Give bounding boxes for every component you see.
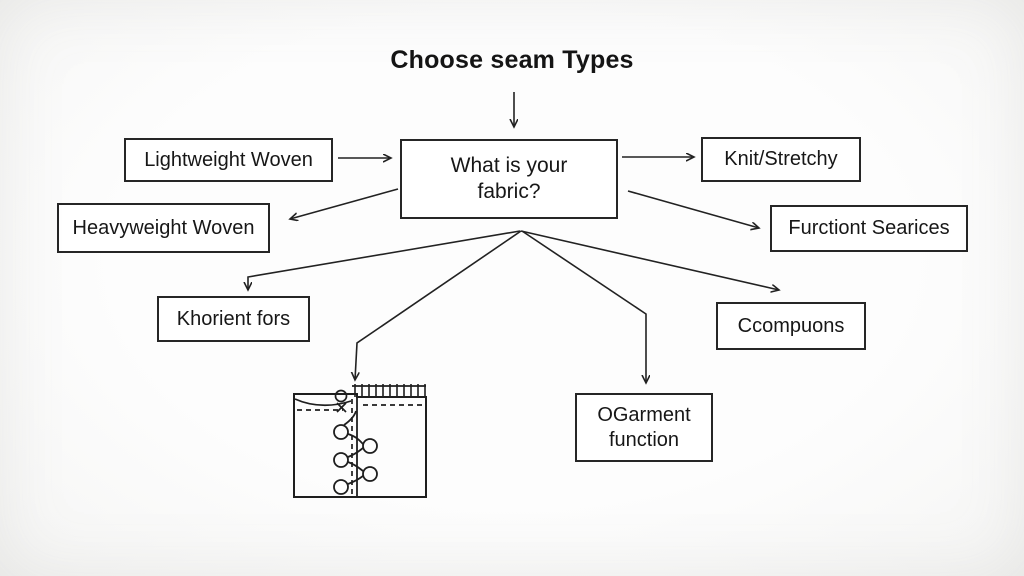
node-furctiont-searices-label: Furctiont Searices	[788, 217, 950, 239]
node-khorient-fors: Khorient fors	[157, 296, 310, 342]
node-heavyweight-woven-label: Heavyweight Woven	[72, 216, 255, 239]
node-ogarment-function-label: OGarment function	[597, 403, 691, 451]
node-heavyweight-woven: Heavyweight Woven	[57, 203, 270, 253]
node-lightweight-woven-label: Lightweight Woven	[144, 148, 313, 171]
arrow-central-to-khorient	[248, 230, 521, 290]
node-khorient-fors-label: Khorient fors	[176, 307, 291, 330]
node-what-is-your-fabric-label: What is your fabric?	[450, 153, 568, 203]
seam-sketch-illustration	[293, 384, 427, 498]
arrow-central-to-garment	[521, 230, 646, 383]
arrow-central-to-components	[520, 230, 779, 290]
node-ccompuons-label: Ccompuons	[737, 314, 845, 337]
node-furctiont-searices: Furctiont Searices	[770, 205, 968, 252]
node-what-is-your-fabric: What is your fabric?	[400, 139, 618, 219]
arrow-central-to-functions	[627, 190, 759, 228]
node-ccompuons: Ccompuons	[716, 302, 866, 350]
node-knit-stretchy: Knit/Stretchy	[701, 137, 861, 182]
node-ogarment-function: OGarment function	[575, 393, 713, 462]
flowchart-title: Choose seam Types	[390, 46, 634, 74]
arrow-central-to-illustration	[355, 230, 522, 380]
node-lightweight-woven: Lightweight Woven	[124, 138, 333, 182]
node-knit-stretchy-label: Knit/Stretchy	[724, 148, 838, 170]
arrow-central-to-heavyweight	[290, 188, 399, 219]
